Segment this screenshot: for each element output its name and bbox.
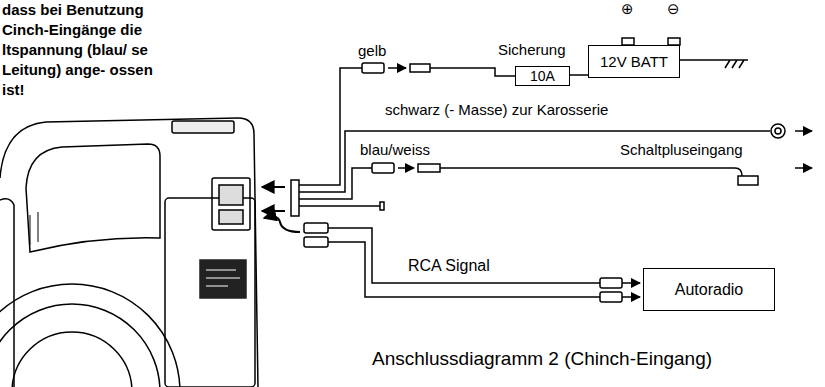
warning-note: dass bei Benutzung Cinch-Eingänge die lt… — [2, 0, 170, 100]
wire-label: gelb — [358, 42, 386, 59]
amplifier-housing — [0, 118, 258, 387]
wire-label: schwarz (- Masse) zur Karosserie — [385, 101, 608, 118]
wire-connector — [570, 74, 588, 76]
component-label: 10A — [530, 68, 555, 84]
component-box: Autoradio — [643, 268, 775, 311]
plus-terminal-mark: ⊕ — [621, 0, 634, 18]
component-box: 12V BATT — [588, 45, 680, 78]
wire-label: blau/weiss — [360, 141, 430, 158]
signal-label: Schaltpluseingang — [620, 141, 743, 158]
component-label: Autoradio — [675, 281, 744, 299]
component-label: 12V BATT — [600, 53, 668, 70]
component-heading: Sicherung — [498, 41, 566, 58]
signal-label: RCA Signal — [408, 257, 490, 275]
diagram-caption: Anschlussdiagramm 2 (Chinch-Eingang) — [372, 348, 712, 370]
minus-terminal-mark: ⊖ — [667, 0, 680, 18]
component-box: Sicherung10A — [515, 66, 570, 86]
